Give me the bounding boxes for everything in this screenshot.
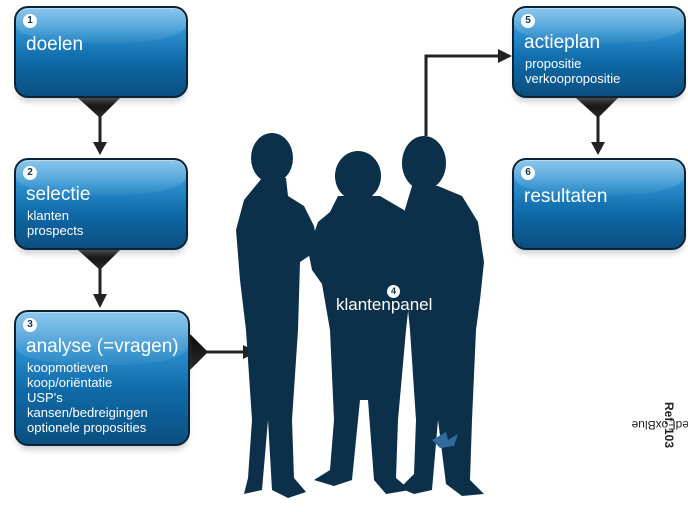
step-box-5: 5 actieplan propositie verkoopropositie [512,6,686,98]
person-left [236,133,318,498]
step-box-3: 3 analyse (=vragen) koopmotieven koop/or… [14,310,190,446]
step-box-6: 6 resultaten [512,158,686,250]
copyright-notice: ©RedFoxBlue Ref. 103 [632,350,688,500]
step-lines-5: propositie verkoopropositie [525,56,620,86]
step-line: prospects [27,223,84,238]
step-title-3: analyse (=vragen) [26,336,179,357]
person-middle [308,151,416,494]
logo-mark [432,432,458,448]
step-number-1: 1 [23,14,37,28]
step-line: klanten [27,208,69,223]
step-number-2: 2 [23,166,37,180]
step-line: propositie [525,56,582,71]
person-right [400,136,484,496]
panel-label: klantenpanel [336,295,433,314]
step-line: kansen/bedreigingen [27,405,148,420]
arrow-5-to-6 [576,98,618,155]
copyright-text: ©RedFoxBlue [631,418,688,432]
step-title-5: actieplan [524,32,601,53]
step-number-6: 6 [521,166,535,180]
step-box-2: 2 selectie klanten prospects [14,158,188,250]
people-silhouette [236,133,484,498]
step-line: koop/oriëntatie [27,375,113,390]
arrow-1-to-2 [78,98,120,155]
step-lines-2: klanten prospects [27,208,83,238]
step-line: koopmotieven [27,360,108,375]
step-line: USP's [27,390,63,405]
step-number-3: 3 [23,318,37,332]
step-number-5: 5 [521,14,535,28]
step-lines-3: koopmotieven koop/oriëntatie USP's kanse… [27,360,148,435]
step-line: optionele proposities [27,420,147,435]
step-box-1: 1 doelen [14,6,188,98]
panel-number: 4 [387,285,400,298]
step-line: verkoopropositie [525,71,621,86]
step-title-2: selectie [26,184,91,205]
arrow-2-to-3 [78,250,120,308]
arrow-panel-to-5 [424,49,512,136]
step-title-1: doelen [26,34,84,55]
step-title-6: resultaten [524,186,608,207]
